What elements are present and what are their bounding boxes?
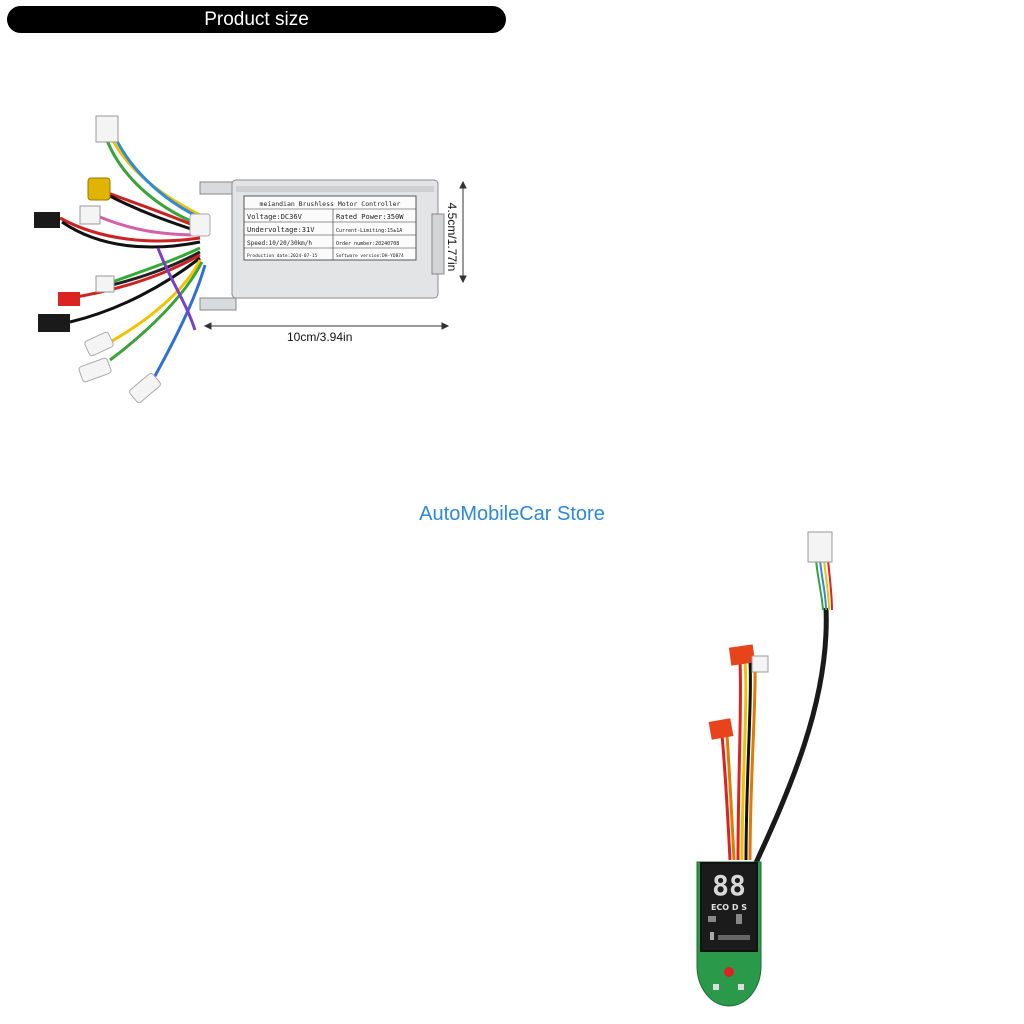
display-cable — [720, 559, 833, 882]
controller-undervoltage: Undervoltage:31V — [247, 226, 315, 234]
controller-software-version: Software version:DH-YDB74 — [336, 253, 404, 259]
motor-controller: meiandian Brushless Motor Controller Vol… — [189, 179, 445, 311]
controller-speed: Speed:10/20/30km/h — [247, 240, 312, 247]
controller-production-date: Production date:2024-07-15 — [247, 253, 318, 259]
controller-rated-power: Rated Power:350W — [336, 213, 404, 221]
controller-current-limiting: Current-Limiting:15±1A — [336, 228, 402, 234]
display-board: 88 ECO D S — [696, 861, 762, 1007]
controller-wires — [59, 129, 207, 386]
product-size-banner: Product size — [7, 6, 506, 33]
width-dimension: 10cm/3.94in — [287, 330, 353, 344]
controller-voltage: Voltage:DC36V — [247, 213, 303, 221]
height-dimension: 4.5cm/1.77in — [445, 202, 459, 272]
store-name: AutoMobileCar Store — [419, 503, 605, 525]
controller-order-number: Order number:20240708 — [336, 241, 399, 247]
display-digits: 88 — [712, 869, 746, 902]
dimension-lines — [203, 180, 467, 330]
controller-header: meiandian Brushless Motor Controller — [260, 200, 401, 208]
controller-connectors — [34, 115, 161, 404]
display-modes: ECO D S — [711, 903, 747, 912]
display-connectors — [708, 531, 833, 740]
